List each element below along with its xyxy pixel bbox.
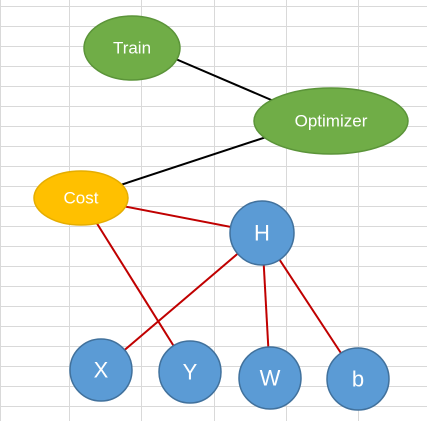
node-b-shape bbox=[326, 347, 390, 411]
node-x-shape bbox=[69, 338, 133, 402]
edge-cost-y bbox=[80, 197, 191, 373]
node-x-label: X bbox=[94, 358, 109, 383]
node-y-label: Y bbox=[183, 360, 198, 385]
node-cost-label: Cost bbox=[64, 189, 99, 208]
node-w-label: W bbox=[260, 366, 281, 391]
node-h-label: H bbox=[254, 221, 270, 246]
node-cost: Cost bbox=[33, 170, 129, 226]
node-x: X bbox=[69, 338, 133, 402]
node-y-shape bbox=[158, 340, 222, 404]
node-h: H bbox=[229, 200, 295, 266]
node-b-label: b bbox=[352, 367, 364, 392]
node-w-shape bbox=[238, 346, 302, 410]
node-y: Y bbox=[158, 340, 222, 404]
node-optimizer-shape bbox=[253, 87, 409, 155]
node-optimizer-label: Optimizer bbox=[295, 112, 368, 131]
node-cost-shape bbox=[33, 170, 129, 226]
node-h-shape bbox=[229, 200, 295, 266]
node-train: Train bbox=[83, 15, 181, 81]
node-train-shape bbox=[83, 15, 181, 81]
edge-h-x bbox=[100, 232, 263, 371]
node-optimizer: Optimizer bbox=[253, 87, 409, 155]
node-w: W bbox=[238, 346, 302, 410]
node-train-label: Train bbox=[113, 39, 151, 58]
node-b: b bbox=[326, 347, 390, 411]
